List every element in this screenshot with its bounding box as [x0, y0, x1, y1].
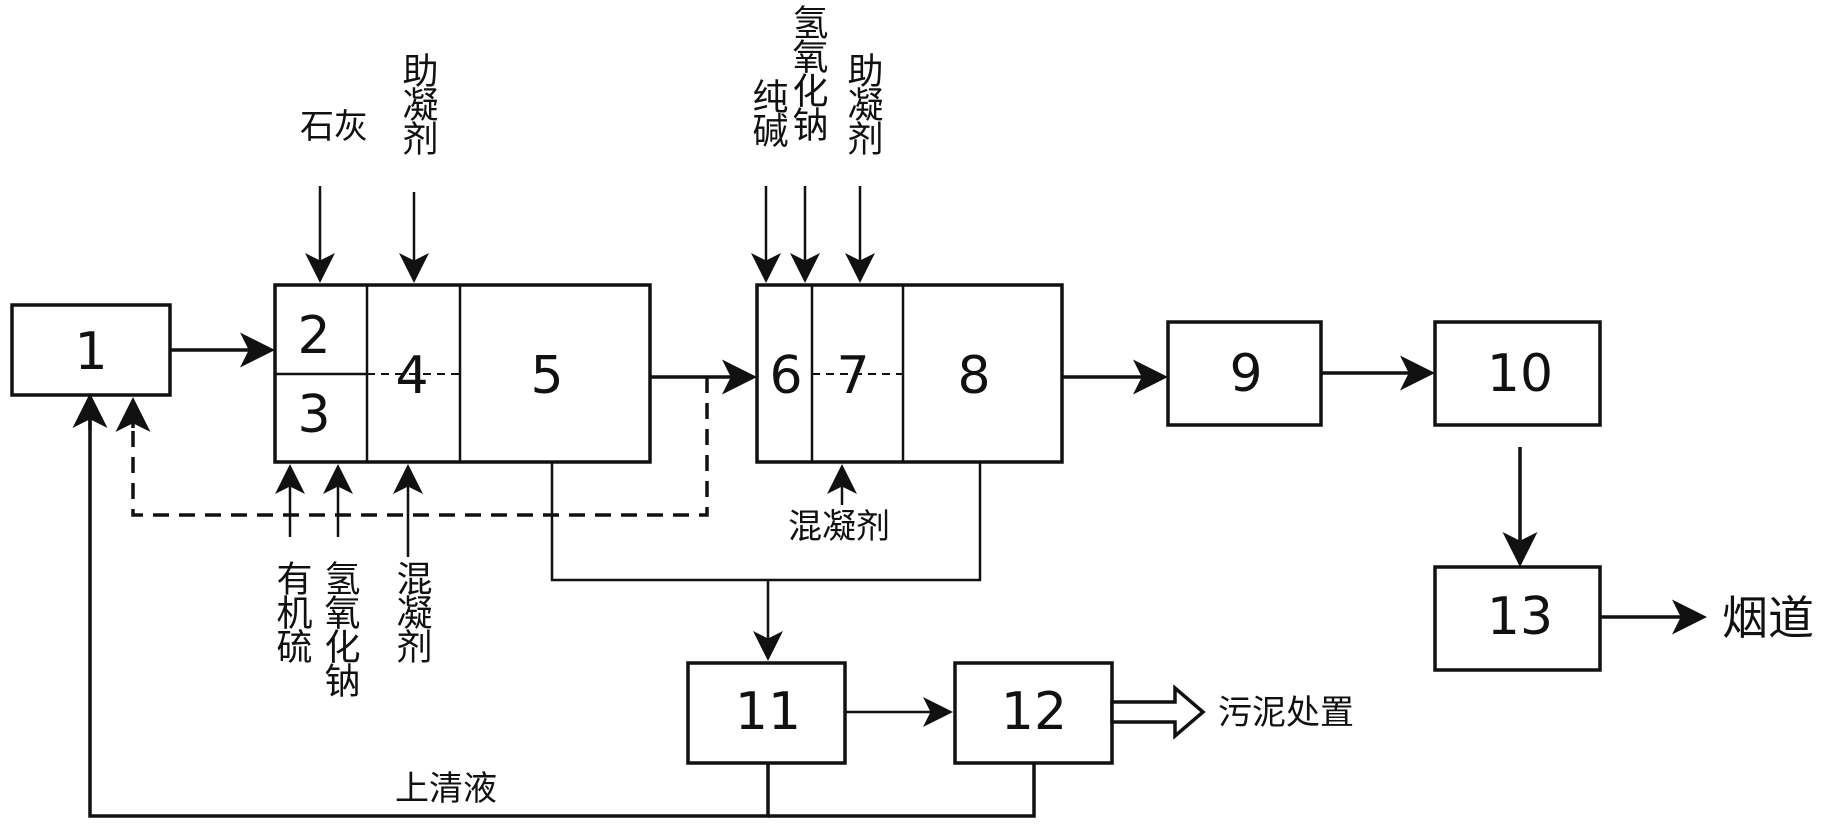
unit-1-label: 1 — [74, 322, 107, 382]
unit-4-label: 4 — [395, 346, 428, 406]
unit-3-label: 3 — [297, 385, 330, 445]
unit-5-label: 5 — [530, 346, 563, 406]
label-organosulfur: 有机硫 — [271, 560, 312, 664]
unit-11-label: 11 — [735, 682, 801, 742]
supernatant-line-from-12 — [768, 763, 1036, 818]
dashed-recycle-line — [131, 377, 709, 517]
supernatant-return-line — [88, 402, 770, 818]
unit-10: 10 — [1433, 320, 1602, 427]
unit-11: 11 — [686, 661, 847, 765]
unit-9-label: 9 — [1229, 344, 1262, 404]
unit-6-label: 6 — [769, 346, 802, 406]
unit-8-label: 8 — [957, 346, 990, 406]
label-coagulant-1: 混凝剂 — [391, 560, 432, 664]
label-sodium-hydroxide-bottom: 氢氧化钠 — [319, 560, 360, 697]
label-flue: 烟道 — [1722, 591, 1814, 645]
unit-12: 12 — [953, 661, 1114, 765]
unit-10-label: 10 — [1487, 344, 1553, 404]
sludge-collection-line — [550, 462, 982, 582]
label-sludge-disposal: 污泥处置 — [1218, 693, 1354, 733]
unit-1: 1 — [10, 303, 172, 397]
label-soda-ash: 纯碱 — [747, 78, 788, 148]
label-coagulant-2: 混凝剂 — [788, 507, 890, 547]
unit-7-label: 7 — [836, 346, 869, 406]
label-sodium-hydroxide-top: 氢氧化钠 — [787, 4, 828, 141]
label-flocculant-aid-1: 助凝剂 — [397, 52, 438, 156]
unit-2-label: 2 — [297, 306, 330, 366]
label-lime: 石灰 — [300, 107, 368, 147]
unit-12-label: 12 — [1001, 682, 1067, 742]
sludge-output-arrow — [1110, 684, 1206, 740]
label-supernatant: 上清液 — [395, 769, 497, 809]
unit-9: 9 — [1166, 320, 1323, 427]
unit-13-label: 13 — [1487, 587, 1553, 647]
unit-13: 13 — [1433, 565, 1602, 672]
tank-group-a: 2 3 4 5 — [273, 283, 652, 464]
tank-group-b: 6 7 8 — [755, 283, 1064, 464]
label-flocculant-aid-2: 助凝剂 — [842, 52, 883, 156]
